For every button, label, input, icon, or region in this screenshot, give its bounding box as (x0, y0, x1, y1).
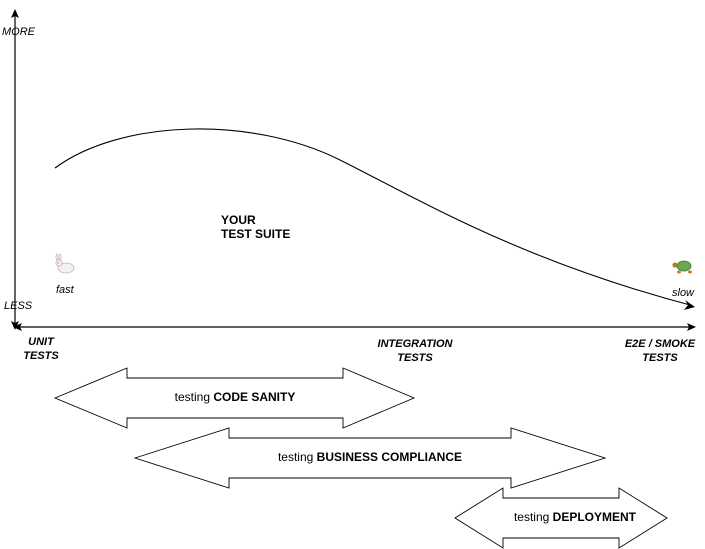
x-label-unit-line1: UNIT (28, 336, 54, 348)
x-label-e2e-line2: TESTS (642, 352, 678, 364)
business-compliance-label: testing BUSINESS COMPLIANCE (229, 450, 511, 464)
y-axis (11, 9, 19, 330)
test-suite-title-line1: YOUR (221, 213, 256, 227)
y-axis-arrow-up (11, 9, 19, 18)
deployment-emphasis: DEPLOYMENT (552, 510, 637, 524)
deployment-prefix: testing (513, 510, 550, 524)
y-axis-arrow-down (11, 321, 19, 330)
x-label-unit-tests: UNIT TESTS (18, 335, 64, 363)
business-compliance-prefix: testing (277, 450, 314, 464)
code-sanity-label: testing CODE SANITY (127, 390, 343, 404)
business-compliance-emphasis: BUSINESS COMPLIANCE (316, 450, 463, 464)
code-sanity-prefix: testing (174, 390, 210, 404)
rabbit-icon (55, 253, 75, 274)
code-sanity-emphasis: CODE SANITY (213, 390, 296, 404)
x-label-unit-line2: TESTS (23, 350, 59, 362)
test-suite-curve (54, 128, 691, 306)
business-compliance-arrow (133, 427, 607, 489)
x-axis-arrow-right (687, 323, 696, 331)
turtle-icon (672, 260, 692, 274)
slow-label: slow (672, 287, 695, 299)
y-axis-less-label: LESS (4, 300, 33, 312)
fast-label: fast (56, 284, 74, 296)
test-suite-title: YOUR TEST SUITE (221, 213, 290, 241)
x-axis (13, 323, 696, 331)
curve-arrowhead (684, 300, 695, 310)
test-suite-title-line2: TEST SUITE (221, 227, 291, 241)
x-label-integration-tests: INTEGRATION TESTS (370, 337, 460, 365)
x-label-e2e-tests: E2E / SMOKE TESTS (620, 337, 700, 365)
code-sanity-arrow (53, 367, 416, 429)
deployment-arrow (454, 487, 668, 549)
x-label-integration-line1: INTEGRATION (377, 338, 453, 350)
x-label-integration-line2: TESTS (397, 352, 433, 364)
y-axis-more-label: MORE (2, 26, 35, 38)
x-axis-arrow-left (13, 323, 22, 331)
x-label-e2e-line1: E2E / SMOKE (624, 338, 696, 350)
deployment-label: testing DEPLOYMENT (503, 510, 647, 524)
